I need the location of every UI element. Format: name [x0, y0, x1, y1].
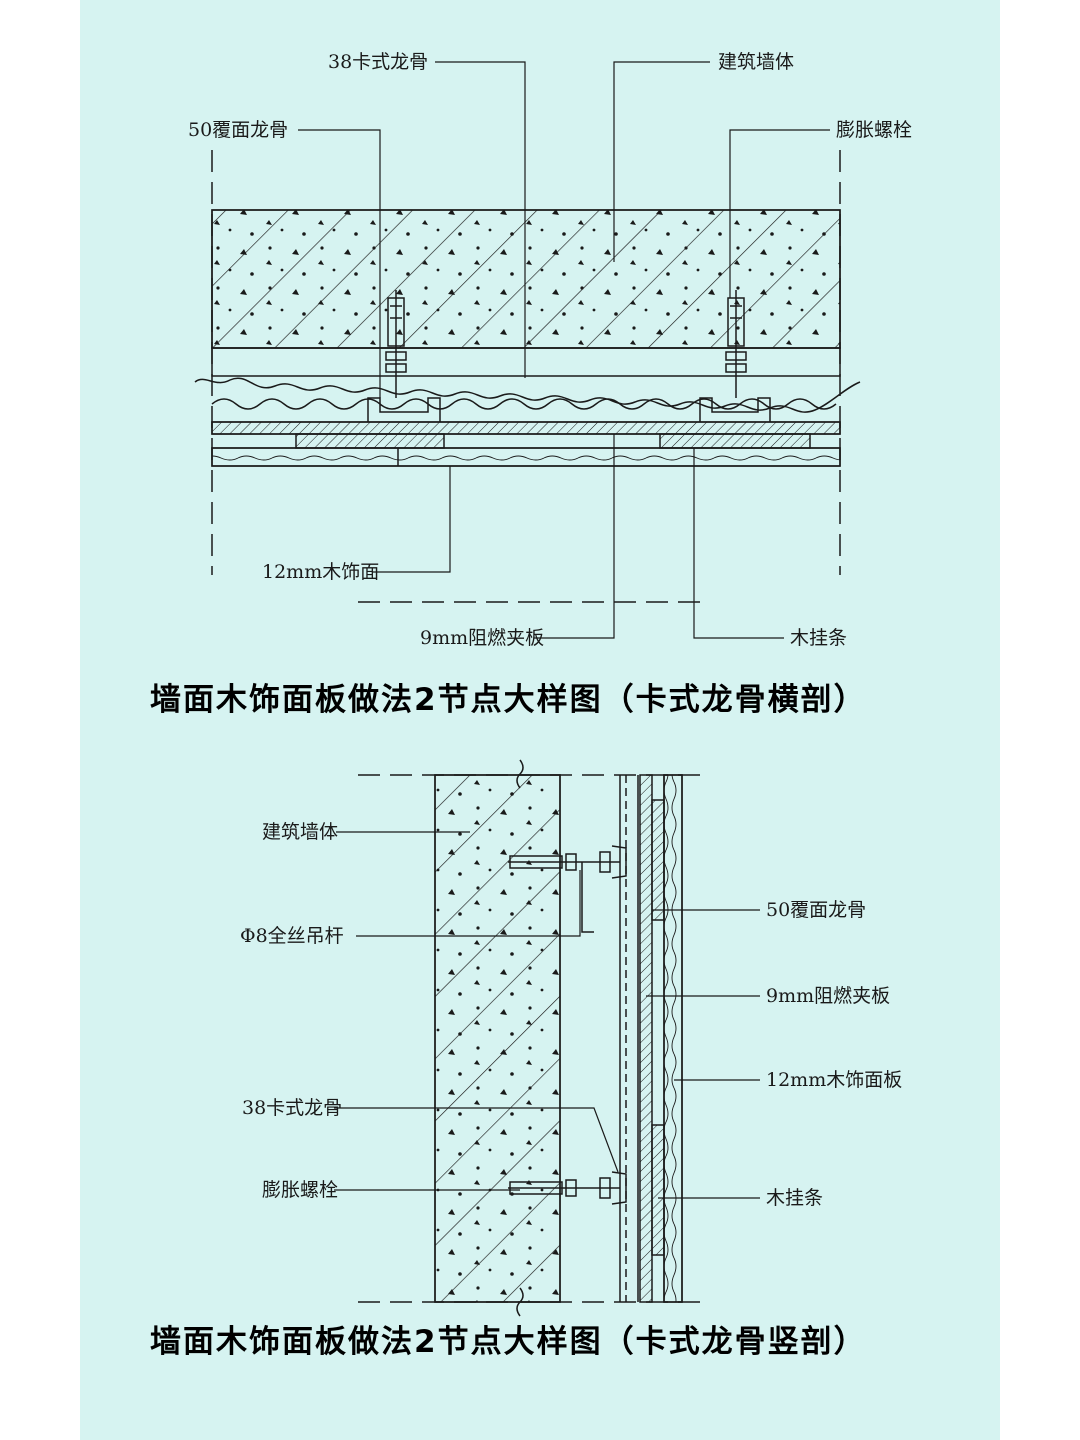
wall-block-bottom: [434, 759, 561, 1317]
bottom-section-drawing: [358, 601, 700, 1317]
label-wall-top: 建筑墙体: [718, 51, 794, 73]
hanger-left: [295, 433, 445, 449]
label-bolt-top: 膨胀螺栓: [836, 119, 912, 141]
title-bottom: 墙面木饰面板做法2节点大样图（卡式龙骨竖剖）: [150, 1324, 867, 1360]
title-top: 墙面木饰面板做法2节点大样图（卡式龙骨横剖）: [150, 682, 867, 718]
label-plywood-top: 9mm阻燃夹板: [420, 627, 544, 649]
stud-38-right: [699, 397, 771, 422]
bolt-right: [725, 290, 747, 398]
plywood-top: [211, 421, 841, 435]
label-stud-50-bottom: 50覆面龙骨: [766, 899, 866, 921]
bolt-lower: [508, 1171, 627, 1205]
label-stud-38-top: 38卡式龙骨: [328, 51, 428, 73]
plywood-bottom: [639, 774, 653, 1303]
plaster-layer: [211, 347, 841, 377]
label-plywood-bottom: 9mm阻燃夹板: [766, 985, 890, 1007]
label-stud-50-top: 50覆面龙骨: [188, 119, 288, 141]
wall-block-top: [211, 209, 841, 349]
label-wall-bottom: 建筑墙体: [262, 821, 338, 843]
label-stud-38-bottom: 38卡式龙骨: [242, 1097, 342, 1119]
label-hanger-top: 木挂条: [790, 627, 847, 649]
bottom-leaders: [334, 831, 760, 1199]
top-section-drawing: [194, 150, 861, 575]
label-veneer-bottom: 12mm木饰面板: [766, 1069, 902, 1091]
hanger-right: [659, 433, 811, 449]
wavy-layer: [194, 377, 861, 413]
label-hanger-bottom: 木挂条: [766, 1187, 823, 1209]
stud-38-left: [367, 397, 441, 422]
label-bolt-bottom: 膨胀螺栓: [262, 1179, 338, 1201]
veneer-bottom: [663, 774, 683, 1303]
top-leaders: [298, 61, 830, 639]
hanger-lower: [651, 1124, 665, 1256]
hanger-upper: [651, 799, 665, 921]
label-rod-bottom: Φ8全丝吊杆: [240, 925, 344, 947]
veneer-top: [211, 447, 841, 467]
bolt-left: [385, 290, 407, 398]
label-veneer-top: 12mm木饰面: [262, 561, 379, 583]
bolt-upper: [508, 845, 627, 933]
